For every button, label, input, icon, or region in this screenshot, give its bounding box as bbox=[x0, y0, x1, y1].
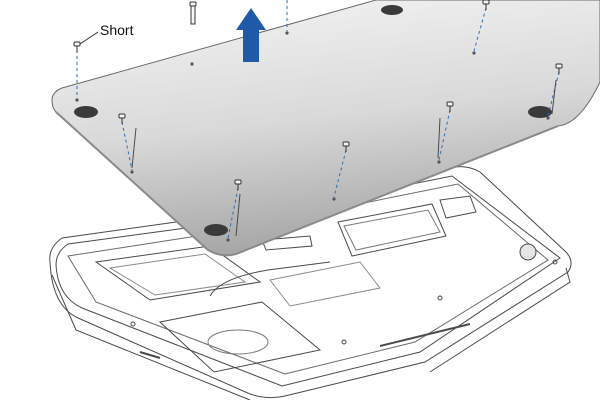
laptop-outer-shell bbox=[49, 166, 572, 399]
screw-icon bbox=[234, 179, 242, 190]
rubber-foot-icon bbox=[74, 106, 98, 118]
rubber-feet bbox=[74, 5, 552, 236]
screw-icon bbox=[342, 141, 350, 152]
screw-holes bbox=[75, 31, 550, 242]
hard-drive bbox=[158, 301, 322, 373]
rubber-foot-icon bbox=[204, 224, 228, 236]
rubber-foot-icon bbox=[381, 5, 403, 15]
bottom-case-panel bbox=[51, 0, 600, 257]
up-arrow-icon bbox=[236, 8, 266, 62]
screw-icon bbox=[73, 41, 81, 52]
screw-icon bbox=[446, 101, 454, 112]
screw-icon bbox=[189, 1, 197, 25]
short-screw-callout: Short bbox=[100, 22, 134, 38]
rubber-foot-icon bbox=[528, 106, 552, 118]
screw-icon bbox=[118, 113, 126, 124]
screw-icon bbox=[482, 0, 490, 10]
laptop-rim bbox=[55, 175, 561, 387]
screw-icon bbox=[555, 63, 563, 74]
screw-guide-lines bbox=[76, 0, 560, 239]
callout-leader-line bbox=[79, 31, 99, 45]
screws bbox=[73, 0, 563, 190]
battery-bay bbox=[94, 245, 262, 301]
